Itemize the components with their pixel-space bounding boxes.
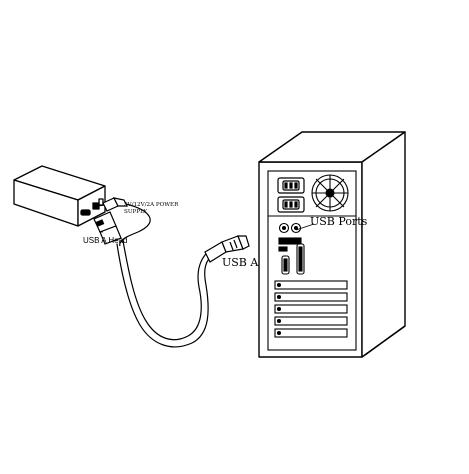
external-enclosure	[13, 165, 106, 227]
usb-a-head-plug	[93, 211, 122, 245]
power-socket-bottom	[277, 196, 305, 213]
expansion-slots	[274, 280, 348, 338]
usb-a-label: USB A	[222, 256, 259, 269]
usb-a-head-label: USB A Head	[83, 236, 127, 245]
pc-back-panel	[267, 170, 357, 351]
ps2-ports	[278, 222, 302, 234]
usb-ports	[278, 237, 302, 252]
power-socket-top	[277, 177, 305, 194]
fan-icon	[311, 174, 349, 212]
io-column	[281, 243, 305, 275]
power-supply-label-line1: 5V/12V/2A POWER	[124, 202, 179, 208]
power-plug	[95, 197, 128, 212]
usb-a-plug	[204, 235, 250, 263]
power-cable	[119, 203, 151, 247]
usb-ports-leader	[295, 223, 315, 231]
power-supply-label-line2: SUPPLY	[124, 209, 147, 215]
usb-ports-label: USB Ports	[310, 215, 368, 228]
usb-cable	[116, 240, 215, 348]
